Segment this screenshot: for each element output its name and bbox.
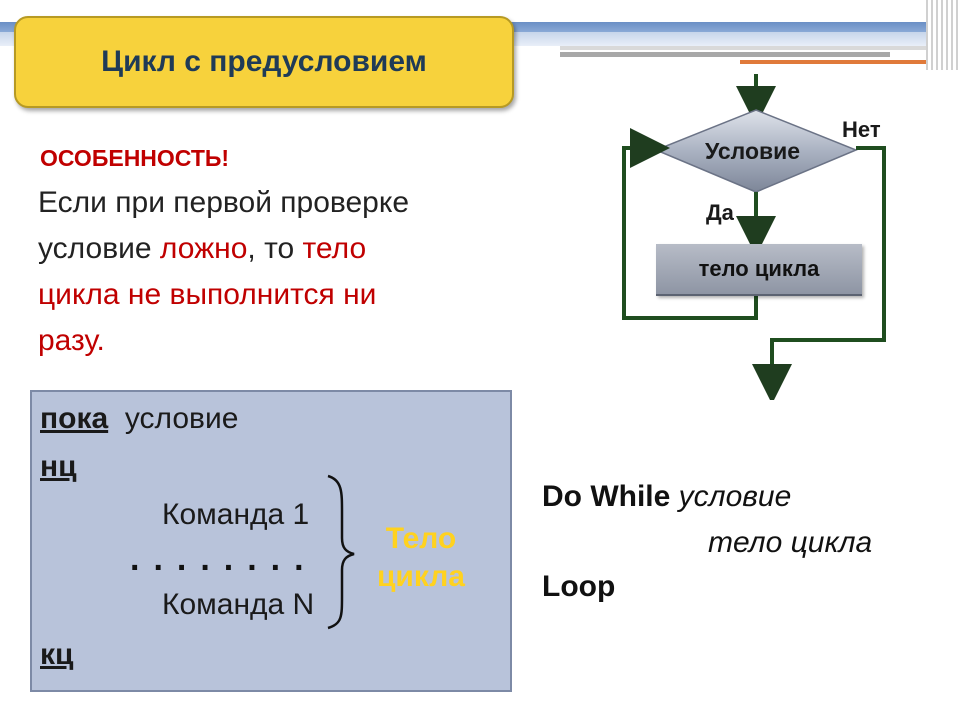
- slide-title: Цикл с предусловием: [101, 45, 427, 78]
- flow-arrow-loop-back: [622, 128, 758, 320]
- feature-text: Если при первой проверке условие ложно, …: [38, 180, 508, 364]
- loop-body-label: Тело цикла: [362, 520, 480, 596]
- feature-line-2-c: , то: [247, 232, 303, 265]
- keyword-end: кц: [40, 638, 74, 671]
- header-stripe-orange: [740, 60, 930, 64]
- pseudocode-box: [30, 390, 512, 692]
- keyword-begin: нц: [40, 450, 77, 483]
- flowchart-diagram: [622, 74, 886, 400]
- loop-body-label-1: Тело: [385, 522, 457, 555]
- feature-line-4: разу.: [38, 324, 105, 357]
- feature-heading: ОСОБЕННОСТЬ!: [40, 145, 230, 171]
- feature-line-1: Если при первой проверке: [38, 186, 410, 219]
- feature-line-2-a: условие: [38, 232, 160, 265]
- brace-icon: [327, 474, 355, 630]
- yes-label: Да: [706, 200, 734, 225]
- flow-arrow-no: [752, 146, 886, 400]
- vb-condition: условие: [678, 480, 792, 513]
- slide-title-box: Цикл с предусловием: [14, 16, 514, 108]
- keyword-while: пока: [40, 402, 109, 435]
- condition-label: Условие: [705, 138, 801, 164]
- pseudocode-while-line: пока условие: [40, 402, 238, 436]
- feature-word-false: ложно: [159, 232, 248, 265]
- pseudocode-condition: условие: [124, 402, 239, 435]
- loop-body-box: тело цикла: [656, 244, 862, 296]
- vb-body: тело цикла: [708, 526, 873, 559]
- vb-keyword-loop: Loop: [542, 570, 616, 603]
- feature-line-3: цикла не выполнится ни: [38, 278, 377, 311]
- vb-keyword-do-while: Do While: [542, 480, 671, 513]
- pseudocode-command-n: Команда N: [162, 588, 315, 621]
- pseudocode-command-1: Команда 1: [162, 498, 310, 531]
- no-label: Нет: [842, 117, 881, 142]
- header-edge-lines: [926, 0, 960, 70]
- loop-body-label-2: цикла: [376, 560, 465, 593]
- header-stripe-gray: [560, 52, 890, 57]
- vb-do-while-line: Do While условие: [542, 480, 791, 514]
- header-stripe-gray-light: [560, 46, 960, 50]
- feature-word-body: тело: [302, 232, 367, 265]
- feature-line-2: условие ложно, то тело: [38, 226, 508, 272]
- pseudocode-dots: ........: [130, 540, 318, 578]
